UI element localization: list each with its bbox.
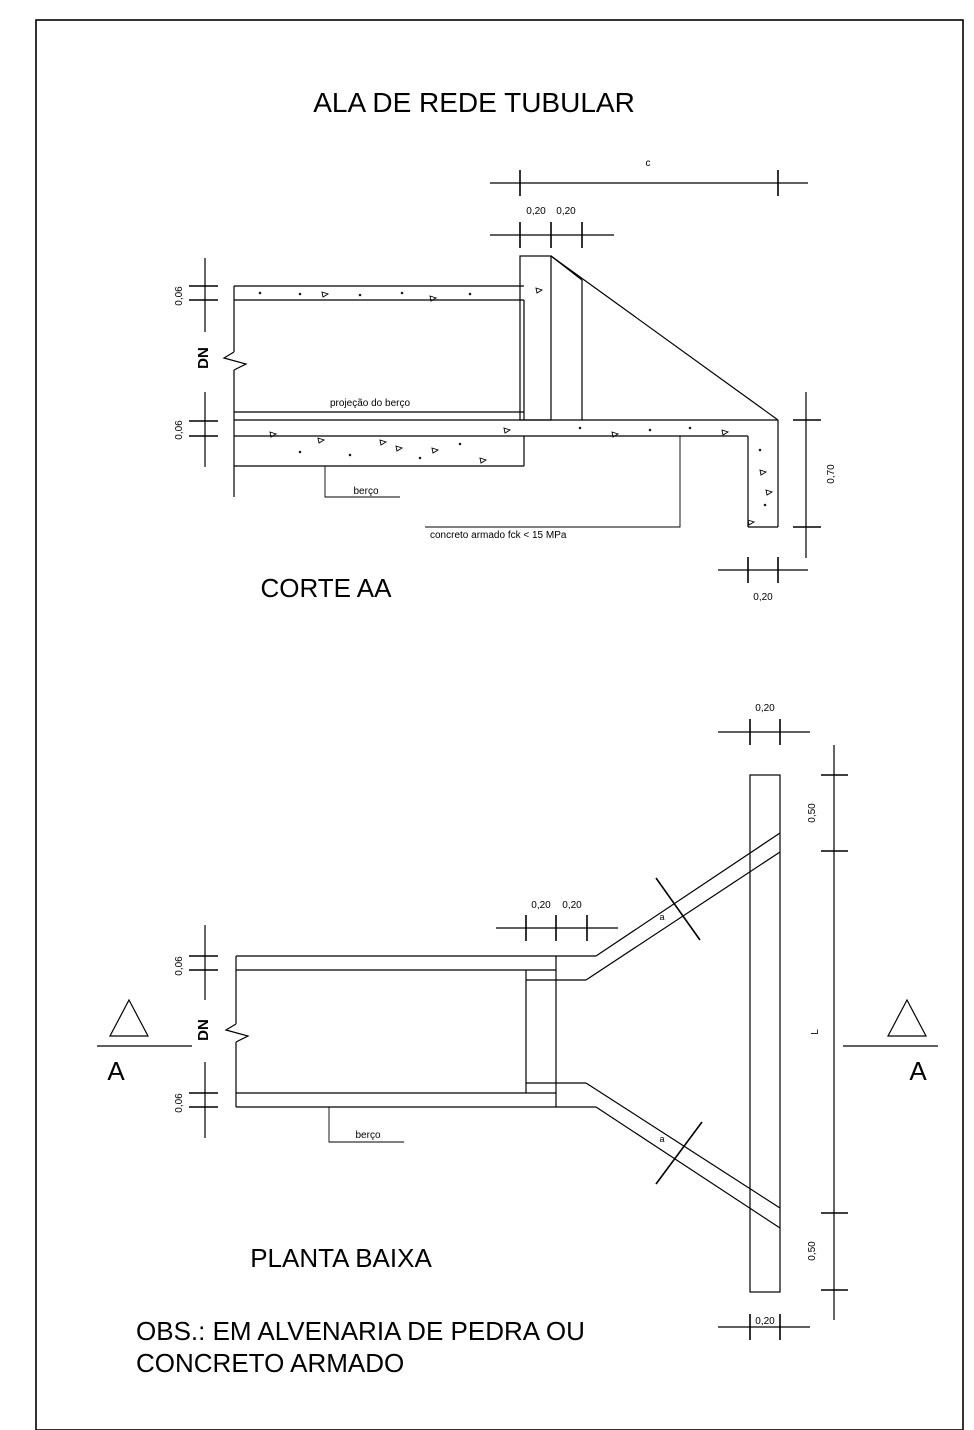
dn-label-plan: DN [195, 1019, 212, 1041]
dn-label-section: DN [195, 347, 212, 369]
dim-c-label: c [646, 158, 651, 169]
plan-title: PLANTA BAIXA [250, 1243, 432, 1273]
plan-dim-left-bottom-label: 0,06 [174, 1093, 185, 1113]
drawing-frame [35, 19, 964, 1430]
section-mark-right: A [909, 1056, 927, 1086]
plan-dim-top-1-label: 0,20 [531, 900, 551, 911]
section-title: CORTE AA [260, 573, 392, 603]
plan-dim-bottom-right-label: 0,20 [755, 1316, 775, 1327]
plan-view: 0,20 0,20 0,20 0,06 0,06 DN [97, 703, 938, 1340]
plan-dim-left-top-label: 0,06 [174, 956, 185, 976]
section-arrow-left [109, 998, 149, 1037]
section-view: c 0,20 0,20 0,06 0,06 DN [174, 158, 837, 603]
wing-label-top: a [659, 912, 664, 922]
plan-dim-top-2-label: 0,20 [562, 900, 582, 911]
concrete-hatch [258, 287, 774, 526]
projection-label: projeção do berço [330, 398, 410, 409]
dim-bottom-label: 0,20 [753, 592, 773, 603]
concrete-label: concreto armado fck < 15 MPa [430, 530, 567, 541]
plan-dim-right-top-label: 0,50 [807, 803, 818, 823]
dim-left-bottom-label: 0,06 [174, 420, 185, 440]
note-line-2: CONCRETO ARMADO [136, 1348, 404, 1378]
dim-top-2-label: 0,20 [556, 206, 576, 217]
note-line-1: OBS.: EM ALVENARIA DE PEDRA OU [136, 1316, 585, 1346]
drawing-title: ALA DE REDE TUBULAR [313, 87, 635, 118]
plan-dim-right-bottom-label: 0,50 [807, 1241, 818, 1261]
cradle-label-plan: berço [355, 1130, 380, 1141]
dim-top-1-label: 0,20 [526, 206, 546, 217]
section-mark-left: A [107, 1056, 125, 1086]
dim-left-top-label: 0,06 [174, 286, 185, 306]
plan-dim-right-mid-label: L [810, 1029, 821, 1035]
section-arrow-right [887, 998, 927, 1037]
dim-right-label: 0,70 [826, 464, 837, 484]
wing-label-bottom: a [659, 1134, 664, 1144]
cradle-label-section: berço [353, 486, 378, 497]
plan-dim-top-right-label: 0,20 [755, 703, 775, 714]
